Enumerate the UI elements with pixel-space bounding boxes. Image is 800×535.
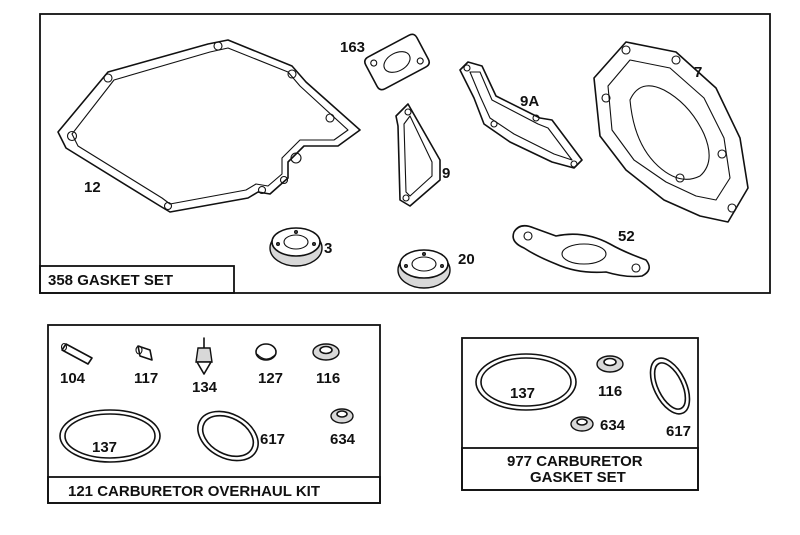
part-label-104: 104 [60,370,86,387]
oring-137-carb [475,353,577,411]
part-label-12: 12 [84,179,101,196]
plug-127 [255,343,277,361]
exhaust-gasket-52 [512,224,650,278]
overhaul-kit-title-box [47,476,381,504]
gasket-163 [363,33,431,91]
seal-3 [269,227,323,267]
washer-634 [330,408,354,424]
part-label-116-carb: 116 [598,383,622,400]
washer-116-carb [596,355,624,373]
gasket-9 [395,103,441,207]
part-label-634-carb: 634 [600,417,626,434]
ring-617-carb [649,357,691,415]
ring-617 [197,410,259,462]
part-label-117: 117 [134,370,158,387]
oring-137 [59,409,161,463]
overhaul-kit-title: 121 CARBURETOR OVERHAUL KIT [68,483,320,500]
pin-104 [60,342,93,365]
gasket-set-title: 358 GASKET SET [48,272,173,289]
carb-gasket-set-panel: 977 CARBURETOR GASKET SET 137 116 634 61… [461,337,699,491]
part-label-617: 617 [260,431,285,448]
carb-gasket-set-title-box [461,447,699,491]
part-label-7: 7 [694,64,702,81]
part-label-127: 127 [258,370,283,387]
gasket-set-title-box [39,265,235,294]
overhaul-kit-panel: 121 CARBURETOR OVERHAUL KIT 104 117 134 … [47,324,381,504]
part-label-3: 3 [324,240,332,257]
part-label-163: 163 [340,39,365,56]
part-label-134: 134 [192,379,218,396]
part-label-9a: 9A [520,93,539,110]
crankcase-gasket-12 [57,39,361,213]
part-label-137-carb: 137 [510,385,535,402]
gasket-9a [459,61,583,169]
tube-117 [135,345,153,361]
carb-gasket-set-title-line1: 977 CARBURETOR [507,453,643,470]
part-label-20: 20 [458,251,475,268]
washer-116 [312,343,340,361]
part-label-9: 9 [442,165,450,182]
part-label-137: 137 [92,439,117,456]
part-label-634: 634 [330,431,356,448]
carb-gasket-set-title-line2: GASKET SET [530,469,626,486]
washer-634-carb [570,416,594,432]
head-gasket-7 [593,41,749,223]
part-label-116: 116 [316,370,340,387]
gasket-set-border [39,13,771,294]
part-label-52: 52 [618,228,635,245]
needle-valve-134 [195,337,213,375]
gasket-set-panel: 358 GASKET SET 12 163 [39,13,771,294]
seal-20 [397,249,451,289]
part-label-617-carb: 617 [666,423,691,440]
